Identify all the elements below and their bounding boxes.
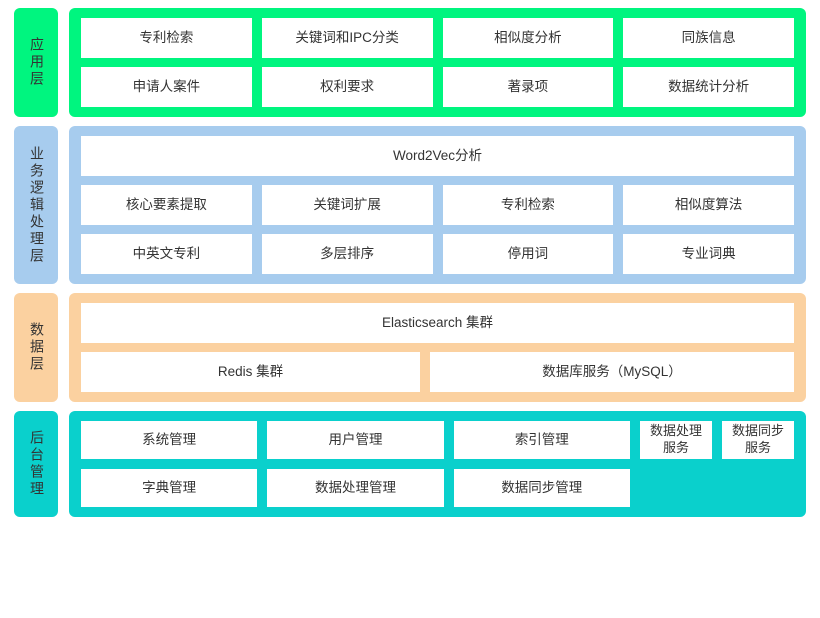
- data-row-1: Redis 集群 数据库服务（MySQL）: [81, 352, 794, 392]
- layer-panel-admin: 系统管理 字典管理 用户管理 数据处理管理 索引管理 数据同步管理 数据处理 服…: [69, 411, 806, 517]
- data-banner-row: Elasticsearch 集群: [81, 303, 794, 343]
- admin-column-4: 数据处理 服务: [639, 421, 712, 507]
- card-multilayer-ranking[interactable]: 多层排序: [261, 234, 433, 274]
- layer-tag-business-logic-label: 业务逻辑处理层: [28, 145, 45, 265]
- layer-panel-application: 专利检索 关键词和IPC分类 相似度分析 同族信息 申请人案件 权利要求 著录项…: [69, 8, 806, 117]
- card-database-service-mysql[interactable]: 数据库服务（MySQL）: [430, 352, 794, 392]
- card-professional-dictionary[interactable]: 专业词典: [623, 234, 794, 274]
- layer-tag-application-label: 应用层: [28, 37, 45, 88]
- card-data-processing-service[interactable]: 数据处理 服务: [639, 421, 712, 459]
- card-index-management[interactable]: 索引管理: [453, 421, 630, 459]
- card-similarity-algorithm[interactable]: 相似度算法: [623, 185, 794, 225]
- card-family-information[interactable]: 同族信息: [623, 18, 794, 58]
- layer-application: 应用层 专利检索 关键词和IPC分类 相似度分析 同族信息 申请人案件 权利要求…: [14, 8, 806, 117]
- admin-column-5: 数据同步 服务: [721, 421, 794, 507]
- layer-business-logic: 业务逻辑处理层 Word2Vec分析 核心要素提取 关键词扩展 专利检索 相似度…: [14, 126, 806, 284]
- card-patent-search[interactable]: 专利检索: [81, 18, 252, 58]
- card-redis-cluster[interactable]: Redis 集群: [81, 352, 420, 392]
- card-data-sync-service[interactable]: 数据同步 服务: [721, 421, 794, 459]
- application-row-2: 申请人案件 权利要求 著录项 数据统计分析: [81, 67, 794, 107]
- card-elasticsearch-cluster[interactable]: Elasticsearch 集群: [81, 303, 794, 343]
- card-stopwords[interactable]: 停用词: [442, 234, 614, 274]
- layer-tag-data-label: 数据层: [28, 322, 45, 373]
- business-row-2: 中英文专利 多层排序 停用词 专业词典: [81, 234, 794, 274]
- business-row-1: 核心要素提取 关键词扩展 专利检索 相似度算法: [81, 185, 794, 225]
- card-data-sync-management[interactable]: 数据同步管理: [453, 469, 630, 507]
- card-similarity-analysis[interactable]: 相似度分析: [442, 18, 614, 58]
- card-dictionary-management[interactable]: 字典管理: [81, 469, 258, 507]
- card-data-statistics-analysis[interactable]: 数据统计分析: [623, 67, 794, 107]
- admin-column-2: 用户管理 数据处理管理: [267, 421, 444, 507]
- card-bibliographic-items[interactable]: 著录项: [442, 67, 614, 107]
- card-applicant-case[interactable]: 申请人案件: [81, 67, 252, 107]
- layer-panel-business-logic: Word2Vec分析 核心要素提取 关键词扩展 专利检索 相似度算法 中英文专利…: [69, 126, 806, 284]
- card-keyword-expansion[interactable]: 关键词扩展: [261, 185, 433, 225]
- card-user-management[interactable]: 用户管理: [267, 421, 444, 459]
- card-keyword-ipc-classification[interactable]: 关键词和IPC分类: [261, 18, 433, 58]
- card-patent-search-business[interactable]: 专利检索: [442, 185, 614, 225]
- admin-column-1: 系统管理 字典管理: [81, 421, 258, 507]
- card-claims[interactable]: 权利要求: [261, 67, 433, 107]
- card-data-processing-management[interactable]: 数据处理管理: [267, 469, 444, 507]
- admin-column-3: 索引管理 数据同步管理: [453, 421, 630, 507]
- layer-tag-admin-label: 后台管理: [28, 430, 45, 498]
- card-chinese-english-patent[interactable]: 中英文专利: [81, 234, 252, 274]
- card-system-management[interactable]: 系统管理: [81, 421, 258, 459]
- layer-tag-application: 应用层: [14, 8, 58, 117]
- business-banner-row: Word2Vec分析: [81, 136, 794, 176]
- layer-tag-business-logic: 业务逻辑处理层: [14, 126, 58, 284]
- card-core-element-extraction[interactable]: 核心要素提取: [81, 185, 252, 225]
- layer-data: 数据层 Elasticsearch 集群 Redis 集群 数据库服务（MySQ…: [14, 293, 806, 402]
- layer-tag-data: 数据层: [14, 293, 58, 402]
- layer-panel-data: Elasticsearch 集群 Redis 集群 数据库服务（MySQL）: [69, 293, 806, 402]
- layer-tag-admin: 后台管理: [14, 411, 58, 517]
- application-row-1: 专利检索 关键词和IPC分类 相似度分析 同族信息: [81, 18, 794, 58]
- layer-admin: 后台管理 系统管理 字典管理 用户管理 数据处理管理 索引管理 数据同步管理 数…: [14, 411, 806, 517]
- admin-grid: 系统管理 字典管理 用户管理 数据处理管理 索引管理 数据同步管理 数据处理 服…: [81, 421, 794, 507]
- card-word2vec-analysis[interactable]: Word2Vec分析: [81, 136, 794, 176]
